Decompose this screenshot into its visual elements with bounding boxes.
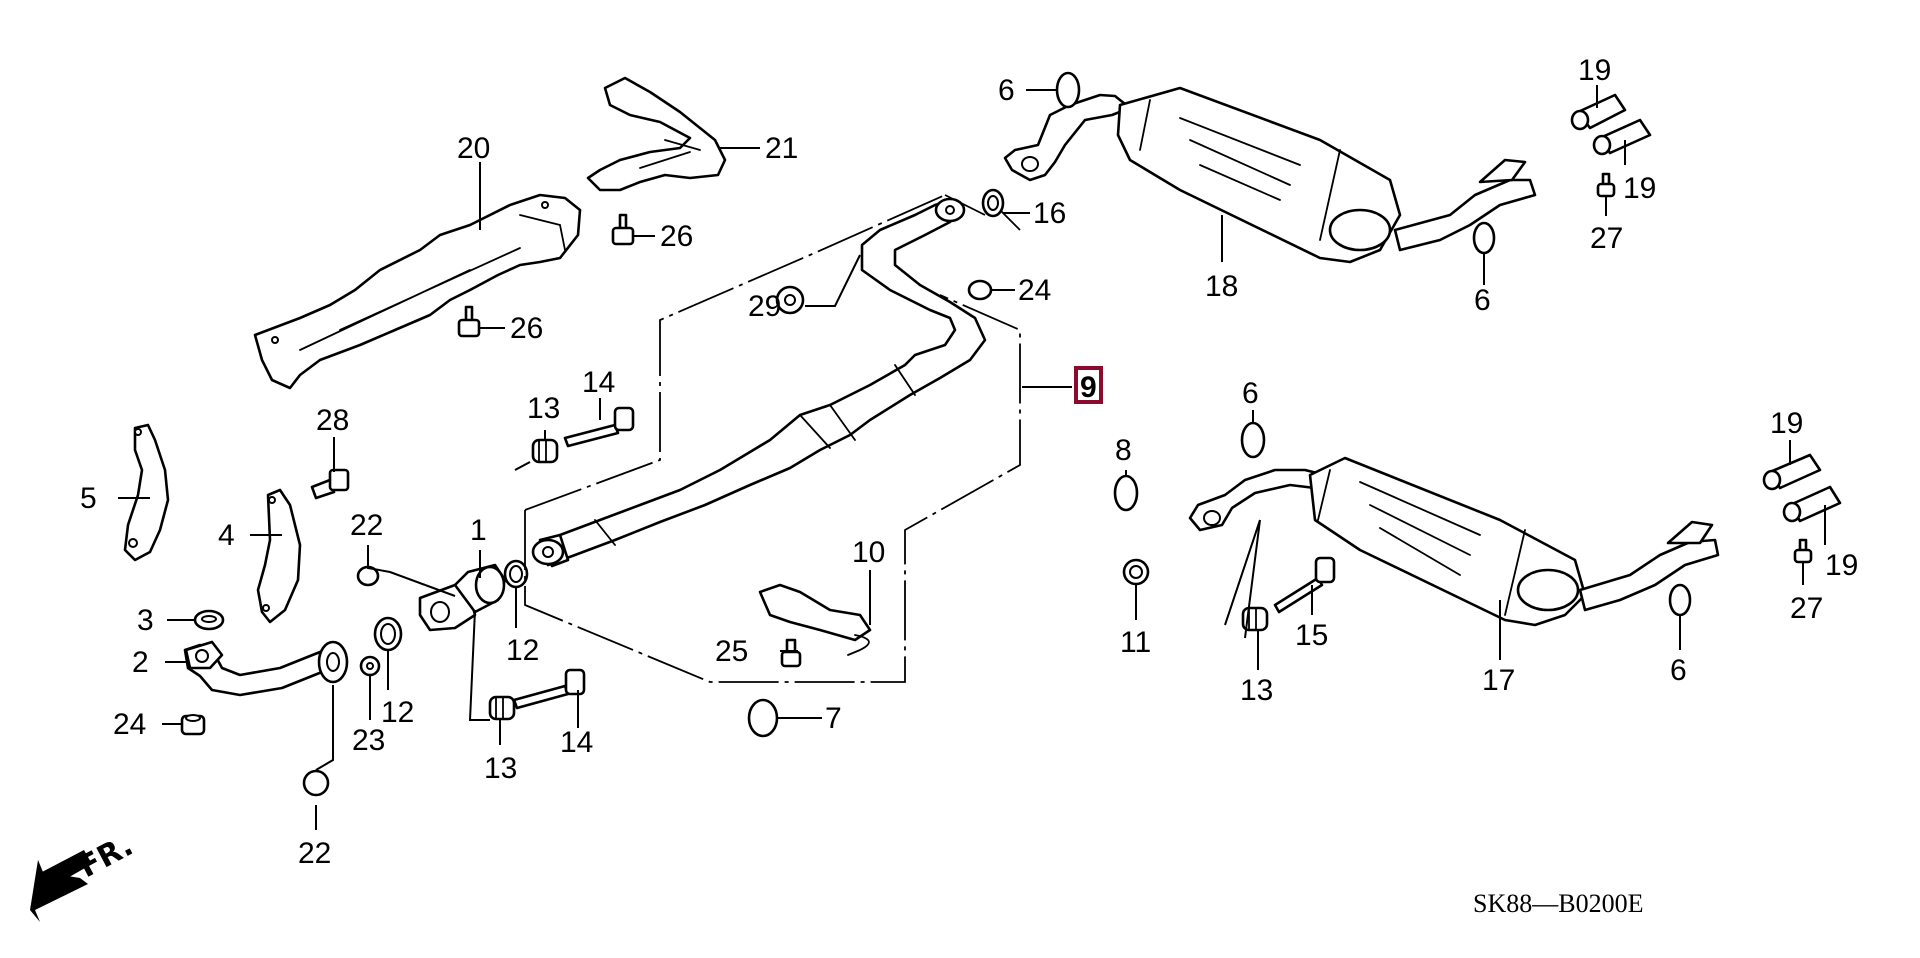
callout-12-right[interactable]: 12 — [506, 634, 539, 667]
callout-6-top-left[interactable]: 6 — [998, 74, 1015, 107]
muffler-17[interactable] — [1188, 456, 1720, 627]
callout-19-top-a[interactable]: 19 — [1578, 54, 1611, 87]
bracket-4[interactable] — [256, 488, 302, 624]
callout-26-upper[interactable]: 26 — [660, 220, 693, 253]
tail-tip-19-bottom-a[interactable] — [1762, 453, 1822, 491]
hanger-6-top-right[interactable] — [1472, 221, 1496, 255]
callout-27-top[interactable]: 27 — [1590, 222, 1623, 255]
bolt-27-top[interactable] — [1596, 172, 1616, 198]
callout-14-upper[interactable]: 14 — [582, 366, 615, 399]
gasket-16[interactable] — [981, 188, 1005, 218]
bolt-26-upper[interactable] — [611, 213, 635, 246]
callout-19-top-b[interactable]: 19 — [1623, 172, 1656, 205]
callout-24-left[interactable]: 24 — [113, 708, 146, 741]
gasket-11[interactable] — [1122, 558, 1150, 586]
callout-2[interactable]: 2 — [132, 646, 149, 679]
callout-29[interactable]: 29 — [748, 290, 781, 323]
callout-6-bottom[interactable]: 6 — [1670, 654, 1687, 687]
callout-5[interactable]: 5 — [80, 482, 97, 515]
callout-6-top-right[interactable]: 6 — [1474, 284, 1491, 317]
callout-15[interactable]: 15 — [1295, 619, 1328, 652]
callout-12-left[interactable]: 12 — [381, 696, 414, 729]
hanger-6-mid[interactable] — [1240, 421, 1266, 459]
callout-21[interactable]: 21 — [765, 132, 798, 165]
bolt-26-lower[interactable] — [457, 305, 481, 338]
tail-tip-19-top-b[interactable] — [1592, 118, 1652, 156]
callout-13-lower[interactable]: 13 — [484, 752, 517, 785]
callouts: 5 4 3 2 24 28 22 22 23 12 12 1 13 14 13 … — [80, 54, 1858, 870]
bolt-15[interactable] — [1273, 556, 1336, 614]
flex-pipe-1[interactable] — [418, 563, 507, 632]
gasket-3[interactable] — [193, 609, 225, 631]
callout-6-mid[interactable]: 6 — [1242, 377, 1259, 410]
callout-10[interactable]: 10 — [852, 536, 885, 569]
callout-11[interactable]: 11 — [1120, 626, 1151, 659]
spring-13-lower[interactable] — [488, 695, 516, 721]
callout-9[interactable]: 9 — [1080, 371, 1097, 404]
spring-13-upper[interactable] — [531, 438, 559, 464]
hanger-6-top-left[interactable] — [1055, 71, 1081, 109]
callout-13-right[interactable]: 13 — [1240, 674, 1273, 707]
nut-29[interactable] — [775, 285, 805, 315]
callout-14-lower[interactable]: 14 — [560, 726, 593, 759]
callout-7[interactable]: 7 — [825, 702, 842, 735]
leader-lines — [118, 85, 1826, 830]
callout-23[interactable]: 23 — [352, 724, 385, 757]
nut-24-center[interactable] — [967, 279, 993, 301]
callout-19-bottom-a[interactable]: 19 — [1770, 407, 1803, 440]
nut-24-left[interactable] — [180, 714, 206, 736]
callout-27-bottom[interactable]: 27 — [1790, 592, 1823, 625]
front-pipe-2[interactable] — [183, 640, 349, 697]
muffler-18[interactable] — [1003, 86, 1537, 264]
center-pipe-9[interactable] — [531, 197, 987, 568]
callout-20[interactable]: 20 — [457, 132, 490, 165]
bolt-28[interactable] — [310, 468, 350, 500]
heat-shield-21[interactable] — [586, 76, 727, 192]
callout-22-bottom[interactable]: 22 — [298, 837, 331, 870]
bolt-14-upper[interactable] — [563, 406, 635, 448]
nut-23[interactable] — [359, 655, 381, 677]
callout-3[interactable]: 3 — [137, 604, 154, 637]
hanger-7[interactable] — [747, 698, 779, 738]
callout-13-upper[interactable]: 13 — [527, 392, 560, 425]
bolt-14-lower[interactable] — [512, 668, 586, 710]
nut-22-bottom[interactable] — [302, 769, 330, 797]
tail-tip-19-bottom-b[interactable] — [1782, 485, 1842, 523]
bracket-5[interactable] — [123, 423, 170, 562]
callout-17[interactable]: 17 — [1482, 664, 1515, 697]
hanger-6-bottom[interactable] — [1668, 583, 1692, 617]
heat-shield-20[interactable] — [253, 193, 582, 390]
tail-tip-19-top-a[interactable] — [1570, 93, 1627, 131]
callout-9-box — [1074, 366, 1103, 404]
hanger-8[interactable] — [1113, 474, 1139, 512]
callout-25[interactable]: 25 — [715, 635, 748, 668]
callout-22-top[interactable]: 22 — [350, 509, 383, 542]
callout-28[interactable]: 28 — [316, 404, 349, 437]
callout-1[interactable]: 1 — [470, 514, 487, 547]
gasket-12-right[interactable] — [503, 559, 529, 589]
gasket-12-left[interactable] — [373, 616, 403, 652]
callout-4[interactable]: 4 — [218, 519, 235, 552]
bracket-10[interactable] — [758, 583, 872, 656]
bolt-27-bottom[interactable] — [1793, 538, 1813, 564]
callout-19-bottom-b[interactable]: 19 — [1825, 549, 1858, 582]
callout-26-lower[interactable]: 26 — [510, 312, 543, 345]
front-label: FR. — [73, 828, 138, 885]
diagram-code: SK88—B0200E — [1473, 889, 1643, 918]
front-direction-marker: FR. — [30, 828, 139, 922]
callout-8[interactable]: 8 — [1115, 434, 1132, 467]
callout-16[interactable]: 16 — [1033, 197, 1066, 230]
bolt-25[interactable] — [780, 638, 802, 668]
callout-24-center[interactable]: 24 — [1018, 274, 1051, 307]
callout-18[interactable]: 18 — [1205, 270, 1238, 303]
